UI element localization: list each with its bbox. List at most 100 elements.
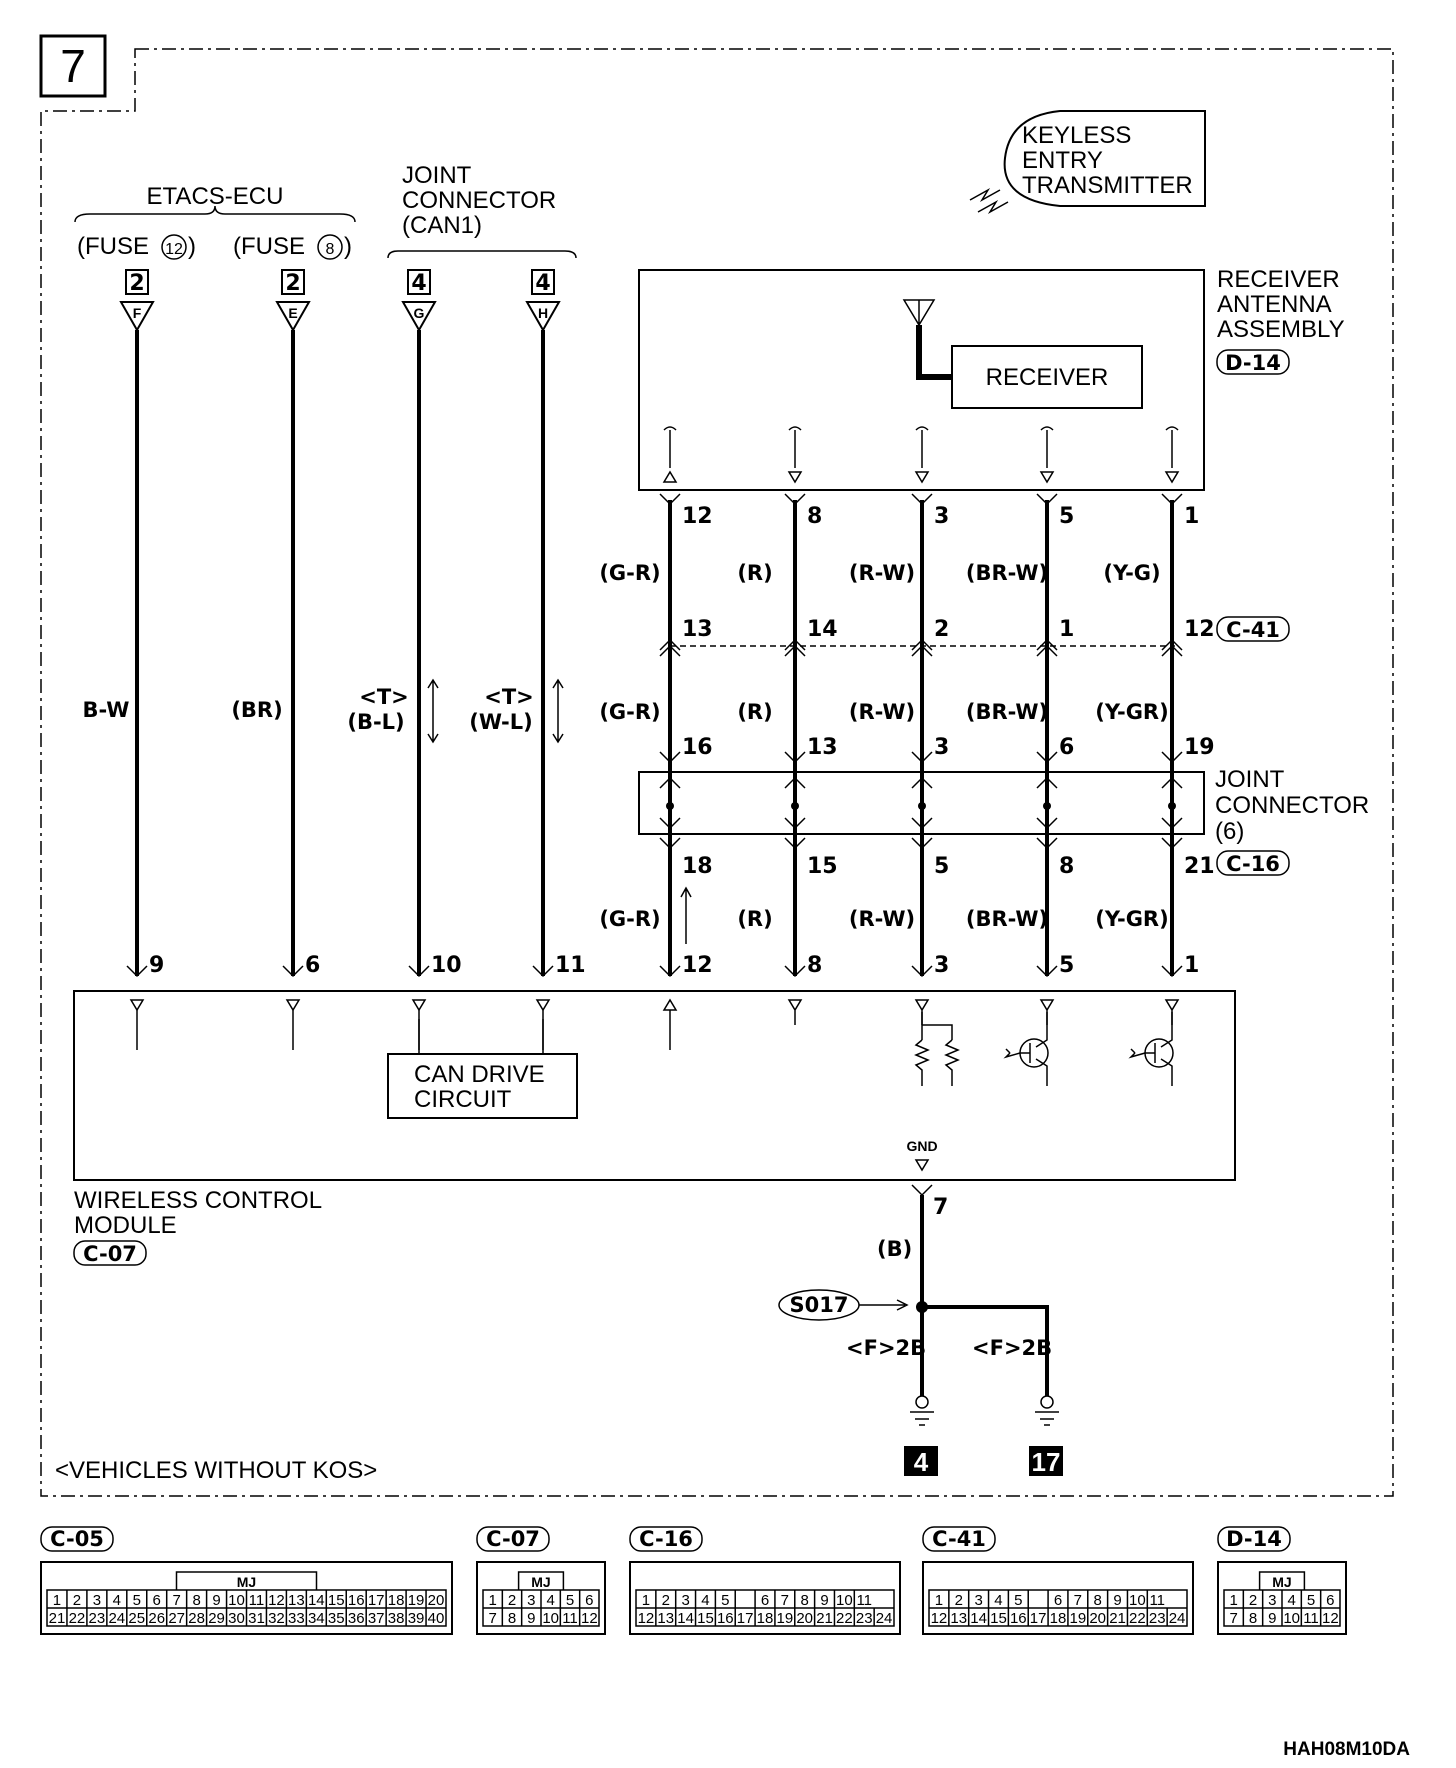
wire-color-label: (BR-W) (966, 561, 1048, 585)
c41-pin: 13 (682, 617, 713, 642)
pin-number: 9 (527, 1610, 535, 1627)
receiver-pin: 5 (1059, 504, 1074, 529)
top-connector-pin: G (414, 305, 425, 321)
jc-can1-line1: JOINT (402, 162, 472, 189)
receiver-assembly-line3: ASSEMBLY (1217, 316, 1345, 343)
wire-color-label: (R-W) (849, 700, 915, 724)
etacs-header: ETACS-ECU (FUSE 12 ) (FUSE 8 ) (74, 183, 356, 260)
pin-number: 12 (581, 1610, 598, 1627)
etacs-fuse-a: (FUSE (77, 233, 149, 260)
pin-number: 1 (53, 1592, 61, 1609)
pin-number: 16 (1010, 1610, 1027, 1627)
receiver-pin: 12 (682, 504, 713, 529)
gnd-label: GND (906, 1138, 937, 1154)
ground-wire-color: (B) (877, 1237, 912, 1261)
pin-number: 3 (1268, 1592, 1276, 1609)
c41-pin: 14 (807, 617, 838, 642)
pin-number: 10 (1283, 1610, 1300, 1627)
pin-number: 4 (701, 1592, 709, 1609)
pin-number: 9 (1268, 1610, 1276, 1627)
etacs-title: ETACS-ECU (147, 183, 284, 210)
pin-number: 2 (1249, 1592, 1257, 1609)
pin-number: 9 (1113, 1592, 1121, 1609)
jc-pin-top: 16 (682, 735, 713, 760)
pin-number: 7 (173, 1592, 181, 1609)
wire-color-label: (G-R) (599, 907, 660, 931)
pin-number: 6 (1326, 1592, 1334, 1609)
wire-color-label: (G-R) (599, 561, 660, 585)
resistor-icon-2 (944, 1039, 960, 1086)
pin-number: 20 (1089, 1610, 1106, 1627)
pin-number: 11 (249, 1592, 265, 1609)
top-connector-h: 4H (525, 269, 561, 333)
pin-number: 14 (308, 1592, 325, 1609)
pin-number: 29 (208, 1610, 225, 1627)
pin-number: 13 (657, 1610, 674, 1627)
c41-pin: 12 (1184, 617, 1215, 642)
pin-number: 5 (721, 1592, 729, 1609)
keyless-entry-transmitter: KEYLESS ENTRY TRANSMITTER (969, 110, 1206, 215)
pin-number: 7 (1229, 1610, 1237, 1627)
pin-number: 19 (1070, 1610, 1087, 1627)
ground-circuit: 7 (B) S017 <F>2B <F>2B 4 17 (778, 1184, 1063, 1477)
jc-can1-line2: CONNECTOR (402, 187, 556, 214)
pin-number: 17 (368, 1592, 385, 1609)
top-connector-number: 2 (285, 271, 300, 296)
pin-number: 3 (93, 1592, 101, 1609)
pin-number: 22 (836, 1610, 853, 1627)
pin-number: 11 (1303, 1610, 1319, 1627)
module-line1: WIRELESS CONTROL (74, 1187, 322, 1214)
right-wire-4: 5(BR-W)1(BR-W)68(BR-W)5 (966, 426, 1074, 1025)
module-pin: 6 (305, 953, 320, 978)
pin-number: 6 (153, 1592, 161, 1609)
right-wires: 12(G-R)13(G-R)1618(G-R)128(R)14(R)1315(R… (599, 426, 1215, 1050)
pin-number: 8 (508, 1610, 516, 1627)
receiver-antenna-assembly: RECEIVER RECEIVER ANTENNA ASSEMBLY D-14 (638, 266, 1345, 491)
wire-color-label: (W-L) (469, 710, 533, 734)
wire-color-label: (R-W) (849, 561, 915, 585)
receiver-pin: 3 (934, 504, 949, 529)
top-connector-pin: F (133, 305, 142, 321)
connector-code: C-41 (932, 1527, 986, 1551)
wire-tag-label: <T> (359, 685, 409, 709)
pin-number: 33 (288, 1610, 305, 1627)
pin-number: 26 (148, 1610, 165, 1627)
bidirectional-arrow-icon (552, 678, 564, 744)
module-line2: MODULE (74, 1212, 177, 1239)
vehicle-note: <VEHICLES WITHOUT KOS> (55, 1457, 377, 1484)
pin-number: 25 (128, 1610, 145, 1627)
pin-number: 16 (348, 1592, 365, 1609)
module-pin: 9 (149, 953, 164, 978)
pin-number: 37 (368, 1610, 385, 1627)
module-pin: 3 (934, 953, 949, 978)
jc6-line1: JOINT (1215, 766, 1285, 793)
fuse-a-close: ) (188, 233, 196, 260)
pin-number: 28 (188, 1610, 205, 1627)
pin-number: 1 (1229, 1592, 1237, 1609)
top-connector-number: 4 (411, 271, 426, 296)
pin-number: 3 (527, 1592, 535, 1609)
pin-number: 18 (388, 1592, 405, 1609)
c41-pin: 1 (1059, 617, 1074, 642)
pin-number: 8 (801, 1592, 809, 1609)
pin-number: 23 (1149, 1610, 1166, 1627)
fuse-a-number: 12 (165, 241, 183, 258)
pin-number: 13 (288, 1592, 305, 1609)
pin-number: 4 (546, 1592, 554, 1609)
joint-connector-6: JOINT CONNECTOR (6) C-16 (638, 766, 1369, 876)
pin-number: 13 (950, 1610, 967, 1627)
module-pin: 10 (431, 953, 462, 978)
ground-point-left-num: 4 (914, 1447, 929, 1477)
pin-number: 19 (408, 1592, 425, 1609)
pin-number: 39 (408, 1610, 425, 1627)
receiver-assembly-line2: ANTENNA (1217, 291, 1332, 318)
pin-number: 5 (566, 1592, 574, 1609)
figure-code: HAH08M10DA (1283, 1739, 1410, 1760)
pin-number: 36 (348, 1610, 365, 1627)
splice-label: S017 (790, 1293, 849, 1317)
